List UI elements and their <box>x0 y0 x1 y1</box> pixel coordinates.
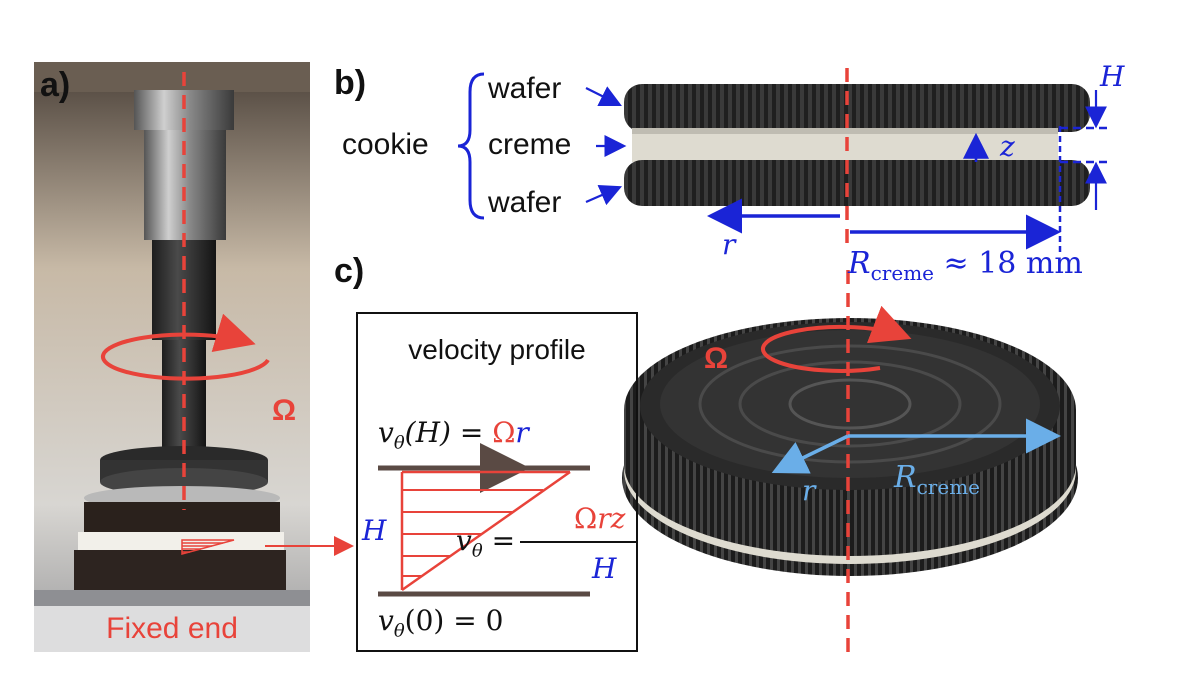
top-eq-sub: θ <box>393 432 405 454</box>
r-arrow-c <box>771 434 849 474</box>
wafer-top-label: wafer <box>488 72 562 105</box>
wafer-bottom-arrow <box>585 184 623 206</box>
photo-omega-label: Ω <box>272 394 297 427</box>
cookie-3d <box>622 318 1078 576</box>
r-label-c: r <box>802 474 816 507</box>
top-eq-v: v <box>378 416 394 449</box>
velocity-profile-box: velocity profile <box>356 312 638 652</box>
r-label-b: r <box>722 228 736 261</box>
bot-eq-v: v <box>378 604 394 637</box>
frac-rz: rz <box>597 502 626 535</box>
cookie-label: cookie <box>342 128 429 161</box>
top-eq-omega: Ω <box>492 416 516 449</box>
mid-eq-sub: θ <box>471 540 483 562</box>
fixed-end-label: Fixed end <box>34 606 310 652</box>
H-label-c: H <box>362 514 387 547</box>
panel-label-a: a) <box>40 66 71 104</box>
R-base-c: R <box>894 460 917 495</box>
top-boundary-equation: vθ(H) = Ωr <box>378 416 529 454</box>
cookie-side-view <box>624 84 1090 206</box>
frac-omega: Ω <box>574 502 598 535</box>
mid-eq-eq: = <box>482 524 516 557</box>
rheometer-photo <box>34 62 310 652</box>
top-eq-r: r <box>515 416 529 449</box>
wafer-bottom-label: wafer <box>488 186 562 219</box>
cookie-brace <box>457 72 485 220</box>
fraction-numerator: Ωrz <box>574 502 625 535</box>
top-eq-mid: (H) = <box>404 416 493 449</box>
mid-equation-lhs: vθ = <box>456 524 515 562</box>
bottom-boundary-equation: vθ(0) = 0 <box>378 604 503 642</box>
wafer-top-arrow <box>585 86 622 106</box>
creme-label: creme <box>488 128 572 161</box>
panel-label-b: b) <box>334 64 367 102</box>
H-label-b: H <box>1100 60 1125 93</box>
bot-eq-sub: θ <box>393 620 405 642</box>
photo-rotation-arrow <box>101 313 270 381</box>
velocity-profile-graphic <box>378 443 636 597</box>
cookie-rotation-arrow <box>760 305 912 373</box>
fraction-denominator: H <box>592 552 617 585</box>
bot-eq-rest: (0) = 0 <box>404 604 504 637</box>
mid-eq-v: v <box>456 524 472 557</box>
R-base: R <box>848 246 871 281</box>
R-creme-label-c: Rcreme <box>894 460 980 499</box>
R-sub: creme <box>870 261 934 285</box>
panel-label-c: c) <box>334 252 365 290</box>
R-value: ≈ 18 mm <box>934 246 1083 281</box>
z-label: z <box>1000 130 1015 163</box>
velocity-profile-title: velocity profile <box>408 334 586 365</box>
R-creme-value-label: Rcreme ≈ 18 mm <box>848 246 1083 285</box>
cookie-omega-label: Ω <box>704 342 729 375</box>
R-sub-c: creme <box>916 475 980 499</box>
